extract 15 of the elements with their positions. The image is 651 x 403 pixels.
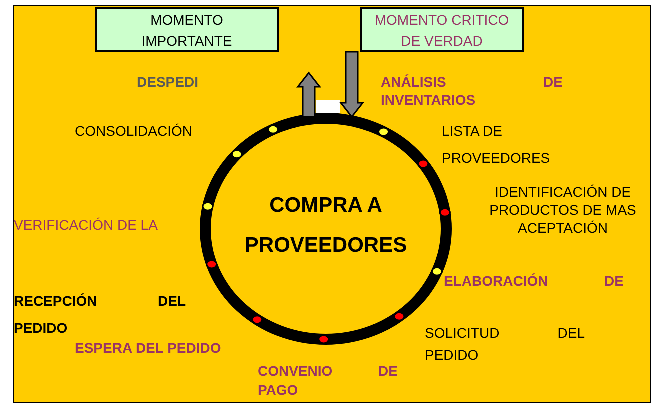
- stage-label: ESPERA DEL PEDIDO: [75, 339, 222, 357]
- block-arrow: [296, 72, 322, 118]
- moment-box: MOMENTO CRITICO DE VERDAD: [360, 7, 524, 52]
- stage-label: LISTA DE PROVEEDORES: [442, 122, 552, 168]
- stage-label: CONSOLIDACIÓN: [75, 122, 194, 141]
- stage-label: ANÁLISIS DE INVENTARIOS: [381, 73, 563, 109]
- stage-label: VERIFICACIÓN DE LA: [14, 216, 159, 234]
- stage-label: DESPEDI: [137, 73, 200, 91]
- stage-label: IDENTIFICACIÓN DE PRODUCTOS DE MAS ACEPTACIÓN: [488, 183, 638, 237]
- stage-label: RECEPCIÓN DEL PEDIDO: [14, 292, 186, 338]
- moment-box: MOMENTO IMPORTANTE: [95, 7, 279, 52]
- stage-label: SOLICITUD DEL PEDIDO: [425, 324, 585, 365]
- stage-label: ELABORACIÓN DE: [444, 272, 624, 290]
- stage-label: CONVENIO DE PAGO: [258, 362, 398, 400]
- block-arrow: [339, 51, 365, 118]
